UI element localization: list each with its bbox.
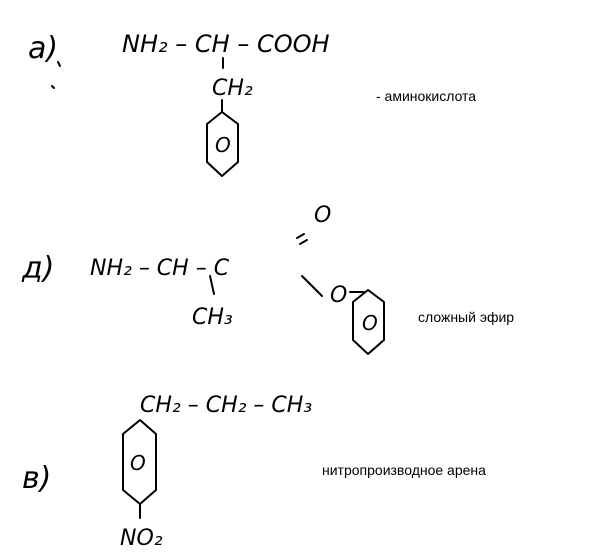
ester-oxygen: O bbox=[330, 283, 347, 308]
ring-d-label: O bbox=[362, 311, 378, 335]
structure-v: в) CH₂ – CH₂ – CH₃ O NO₂ bbox=[22, 393, 312, 551]
ring-v-label: O bbox=[130, 451, 146, 475]
formula-v-chain: CH₂ – CH₂ – CH₃ bbox=[140, 393, 312, 418]
formula-d-branch: CH₃ bbox=[192, 305, 233, 330]
formula-v-substituent: NO₂ bbox=[120, 526, 163, 551]
bond-line bbox=[209, 275, 215, 295]
item-marker-d: д) bbox=[21, 251, 54, 286]
benzene-ring-d bbox=[352, 289, 385, 355]
ring-a-label: O bbox=[215, 133, 231, 157]
benzene-ring-a bbox=[206, 111, 239, 177]
item-marker-v: в) bbox=[22, 461, 51, 496]
bond-line bbox=[301, 275, 323, 297]
formula-a-branch: CH₂ bbox=[212, 76, 253, 101]
double-bond bbox=[296, 233, 308, 245]
structure-d: д) NH₂ – CH – C CH₃ O O O bbox=[21, 203, 385, 355]
caption-ester: сложный эфир bbox=[418, 309, 515, 325]
carbonyl-oxygen: O bbox=[314, 203, 331, 228]
dot-mark bbox=[51, 85, 55, 89]
item-marker-a: a) bbox=[28, 31, 58, 66]
caption-nitroarene: нитропроизводное арена bbox=[322, 462, 486, 478]
caption-aminoacid: - аминокислота bbox=[376, 88, 477, 104]
formula-a-main: NH₂ – CH – COOH bbox=[122, 30, 330, 58]
dot-mark bbox=[57, 61, 61, 67]
formula-d-main: NH₂ – CH – C bbox=[90, 256, 230, 281]
structure-a: a) NH₂ – CH – COOH CH₂ O bbox=[28, 30, 330, 177]
